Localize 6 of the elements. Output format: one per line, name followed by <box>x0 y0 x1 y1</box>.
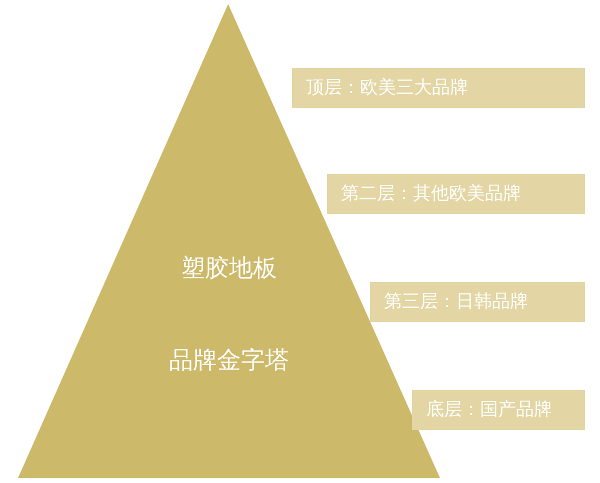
tier-label-band: 底层：国产品牌 <box>412 390 585 430</box>
tier-label-band: 第三层：日韩品牌 <box>370 282 585 322</box>
pyramid-subheading: 品牌金字塔 <box>168 345 290 376</box>
pyramid-heading: 塑胶地板 <box>180 253 278 284</box>
tier-label-band: 第二层：其他欧美品牌 <box>327 174 585 214</box>
tier-label-band: 顶层：欧美三大品牌 <box>292 68 585 108</box>
